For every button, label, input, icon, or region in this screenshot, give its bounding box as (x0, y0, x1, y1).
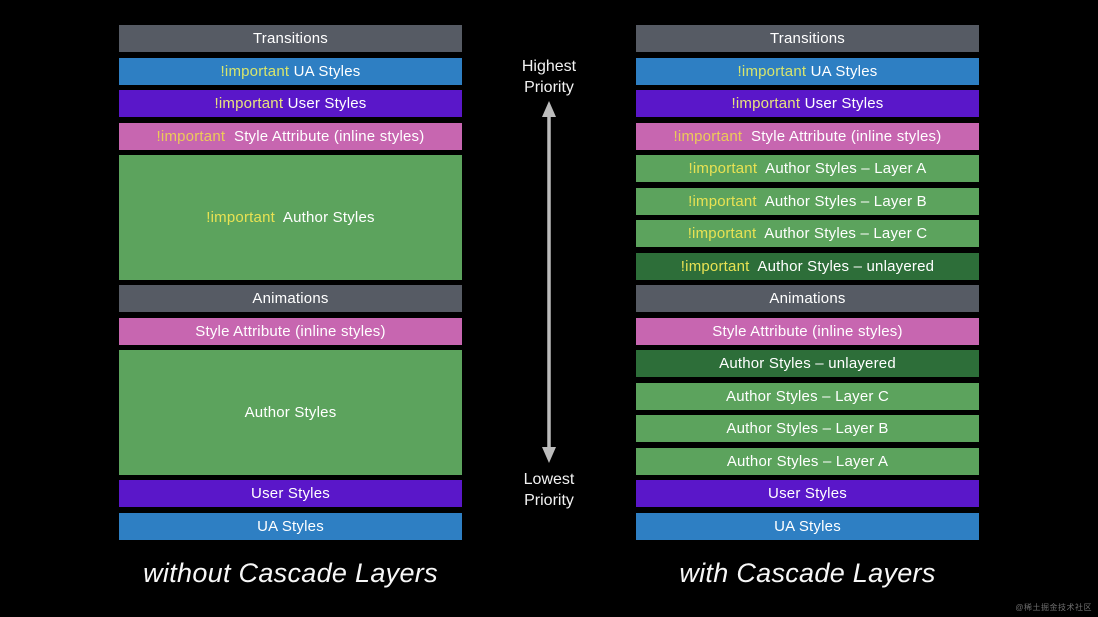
priority-bar: !important User Styles (636, 90, 979, 117)
priority-bar: Author Styles – unlayered (636, 350, 979, 377)
bar-label: Author Styles – Layer B (726, 420, 889, 437)
priority-bar: !important Style Attribute (inline style… (636, 122, 979, 150)
bar-label: UA Styles (774, 517, 841, 535)
priority-bar: Animations (119, 285, 462, 312)
priority-bar: Author Styles – Layer B (636, 415, 979, 442)
priority-bar: !important UA Styles (119, 57, 462, 85)
important-keyword: !important (214, 95, 284, 112)
bar-label: UA Styles (289, 62, 361, 80)
priority-bar: Style Attribute (inline styles) (119, 317, 462, 345)
bar-label: Author Styles – unlayered (719, 355, 896, 372)
bar-label: Author Styles – Layer C (725, 387, 889, 405)
bar-label: Author Styles – Layer B (756, 192, 927, 210)
highest-priority-label: Highest Priority (521, 58, 577, 96)
bar-label: Author Styles – unlayered (749, 257, 935, 275)
bar-label: Style Attribute (inline styles) (712, 322, 903, 340)
important-keyword: !important (673, 127, 743, 145)
without-layers-caption: without Cascade Layers (143, 558, 438, 588)
priority-arrow-icon (540, 101, 558, 463)
bar-label: Animations (252, 290, 329, 307)
priority-bar: !important Author Styles – Layer C (636, 220, 979, 247)
watermark-text: @稀土掘金技术社区 (1015, 603, 1092, 612)
important-keyword: !important (687, 225, 757, 242)
important-keyword: !important (680, 257, 750, 275)
important-keyword: !important (206, 208, 275, 226)
priority-bar: Author Styles (119, 350, 462, 475)
bar-label: User Styles (800, 95, 884, 112)
bar-label: Style Attribute (inline styles) (742, 127, 942, 145)
bar-label: Style Attribute (inline styles) (195, 322, 386, 340)
bar-label: Transitions (252, 30, 328, 47)
bar-label: Author Styles (274, 208, 375, 226)
priority-bar: User Styles (119, 480, 462, 507)
priority-bar: UA Styles (119, 512, 462, 540)
important-keyword: !important (731, 95, 801, 112)
lowest-priority-label: Lowest Priority (523, 471, 575, 509)
priority-bar: !important Style Attribute (inline style… (119, 122, 462, 150)
bar-label: Author Styles – Layer A (757, 160, 927, 177)
priority-bar: Animations (636, 285, 979, 312)
with-layers-caption: with Cascade Layers (679, 558, 936, 588)
priority-bar: !important UA Styles (636, 57, 979, 85)
priority-bar: !important Author Styles – Layer A (636, 155, 979, 182)
priority-bar: !important Author Styles – unlayered (636, 252, 979, 280)
bar-label: UA Styles (806, 62, 878, 80)
bar-label: User Styles (251, 485, 330, 502)
priority-bar: Transitions (636, 25, 979, 52)
bar-label: Animations (769, 290, 846, 307)
without-layers-stack: Transitions!important UA Styles!importan… (119, 25, 462, 540)
bar-label: Transitions (769, 30, 845, 47)
bar-label: Style Attribute (inline styles) (225, 127, 425, 145)
bar-label: User Styles (768, 485, 847, 502)
priority-bar: User Styles (636, 480, 979, 507)
priority-bar: Author Styles – Layer C (636, 382, 979, 410)
important-keyword: !important (737, 62, 807, 80)
bar-label: User Styles (283, 95, 367, 112)
important-keyword: !important (220, 62, 290, 80)
important-keyword: !important (156, 127, 226, 145)
bar-label: Author Styles (244, 403, 337, 421)
bar-label: UA Styles (257, 517, 324, 535)
important-keyword: !important (688, 192, 757, 210)
priority-bar: Author Styles – Layer A (636, 447, 979, 475)
bar-label: Author Styles – Layer A (726, 452, 889, 470)
priority-bar: Style Attribute (inline styles) (636, 317, 979, 345)
priority-bar: !important Author Styles (119, 155, 462, 280)
important-keyword: !important (688, 160, 758, 177)
priority-bar: !important Author Styles – Layer B (636, 187, 979, 215)
priority-bar: Transitions (119, 25, 462, 52)
with-layers-stack: Transitions!important UA Styles!importan… (636, 25, 979, 540)
priority-bar: !important User Styles (119, 90, 462, 117)
priority-bar: UA Styles (636, 512, 979, 540)
bar-label: Author Styles – Layer C (756, 225, 928, 242)
